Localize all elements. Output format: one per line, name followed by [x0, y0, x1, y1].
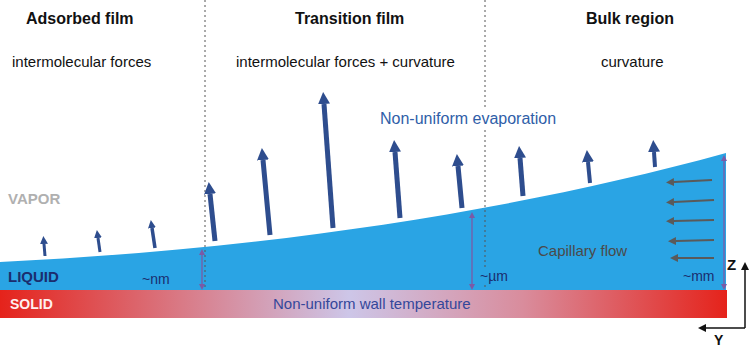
thickness-marker	[201, 255, 202, 284]
thickness-label: ~nm	[142, 271, 170, 287]
thickness-marker	[723, 161, 724, 284]
force-note: intermolecular forces + curvature	[236, 53, 455, 70]
y-axis	[706, 327, 745, 329]
flow-arrow	[674, 220, 714, 221]
flow-arrow	[678, 257, 714, 259]
region-divider	[205, 0, 206, 290]
wall-label: Non-uniform wall temperature	[273, 295, 471, 312]
phase-label: LIQUID	[8, 268, 59, 285]
thickness-marker	[471, 218, 472, 284]
evaporation-arrow	[263, 160, 270, 235]
evaporation-arrow	[44, 244, 45, 256]
evaporation-arrow	[458, 166, 462, 208]
region-heading: Bulk region	[586, 10, 674, 28]
evaporation-arrow	[520, 158, 523, 196]
region-heading: Adsorbed film	[26, 10, 134, 28]
evaporation-arrow	[395, 152, 400, 218]
force-note: curvature	[601, 53, 664, 70]
evaporation-arrow	[588, 162, 590, 183]
film-outline	[0, 150, 727, 290]
region-divider	[485, 0, 486, 290]
solid-wall: SOLID Non-uniform wall temperature	[0, 290, 727, 318]
evaporation-label: Non-uniform evaporation	[378, 110, 558, 128]
evaporation-arrow	[210, 194, 215, 241]
force-note: intermolecular forces	[12, 53, 151, 70]
axis-label: Y	[714, 332, 723, 348]
film-outline	[0, 153, 726, 290]
evaporation-arrow	[654, 152, 655, 167]
evaporation-arrow	[98, 238, 100, 252]
region-heading: Transition film	[295, 10, 404, 28]
flow-arrow	[676, 240, 714, 241]
thickness-label: ~mm	[683, 268, 715, 284]
evaporation-arrow	[324, 104, 333, 228]
flow-label: Capillary flow	[538, 242, 627, 259]
phase-label: SOLID	[10, 296, 53, 312]
liquid-film: LIQUID ~nm ~µm ~mm Capillary flow	[0, 150, 727, 290]
z-axis	[744, 270, 746, 328]
phase-label: VAPOR	[8, 190, 60, 207]
evaporation-arrow	[152, 228, 155, 248]
thickness-label: ~µm	[478, 268, 510, 284]
axis-label: Z	[727, 256, 736, 273]
